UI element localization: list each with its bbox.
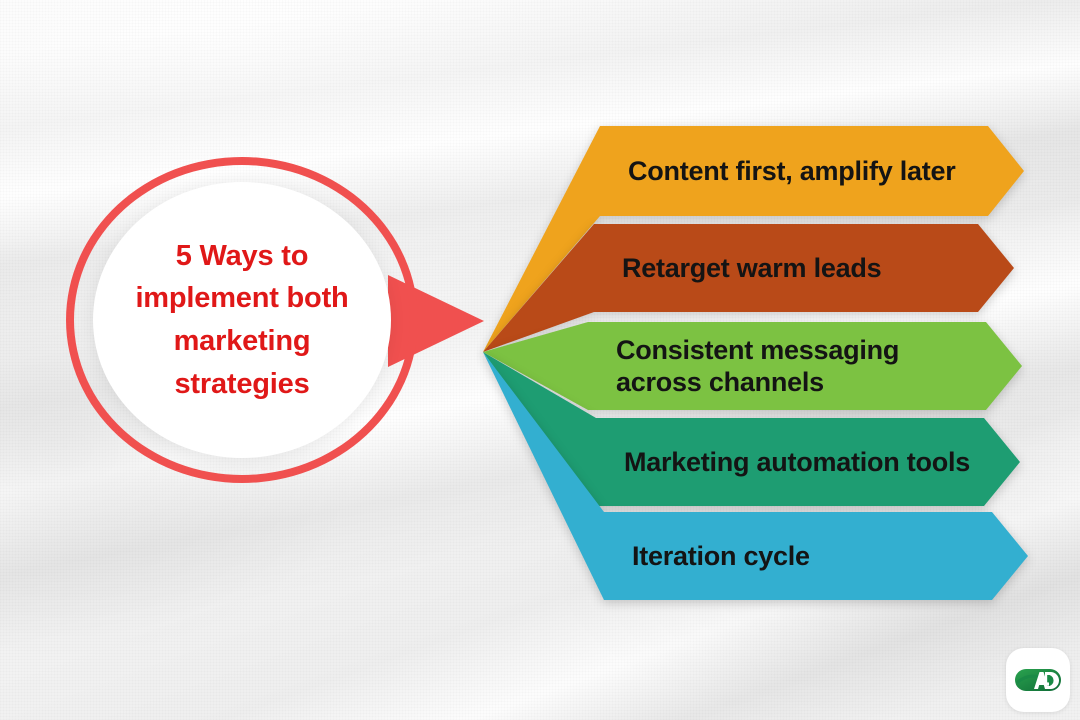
arrow-bar-3[interactable]: Consistent messaging across channels	[483, 318, 1026, 416]
ad-logo-badge[interactable]	[1006, 648, 1070, 712]
arrow-bar-shape-2	[483, 224, 1014, 352]
ad-logo-icon	[1015, 669, 1061, 691]
arrow-bar-2[interactable]: Retarget warm leads	[483, 220, 1018, 358]
arrow-bar-1[interactable]: Content first, amplify later	[483, 122, 1028, 358]
callout-ring	[66, 157, 418, 483]
arrow-bar-label-2: Retarget warm leads	[622, 252, 882, 283]
arrow-bar-5[interactable]: Iteration cycle	[483, 348, 1032, 606]
callout-inner-disc	[93, 182, 391, 458]
arrow-bar-label-1: Content first, amplify later	[628, 155, 956, 186]
arrow-bar-4[interactable]: Marketing automation tools	[483, 348, 1024, 512]
callout-circle: 5 Ways to implement both marketing strat…	[66, 157, 484, 483]
arrow-bar-shape-1	[483, 126, 1024, 352]
arrow-bar-label-3: Consistent messaging across channels	[616, 334, 900, 397]
arrow-bar-shape-4	[483, 352, 1020, 506]
arrow-bar-shape-3	[483, 322, 1022, 410]
callout-title: 5 Ways to implement both marketing strat…	[135, 239, 349, 400]
arrow-bar-shape-5	[483, 352, 1028, 600]
arrow-bar-label-5: Iteration cycle	[632, 540, 810, 571]
arrow-bar-label-4: Marketing automation tools	[624, 446, 971, 477]
